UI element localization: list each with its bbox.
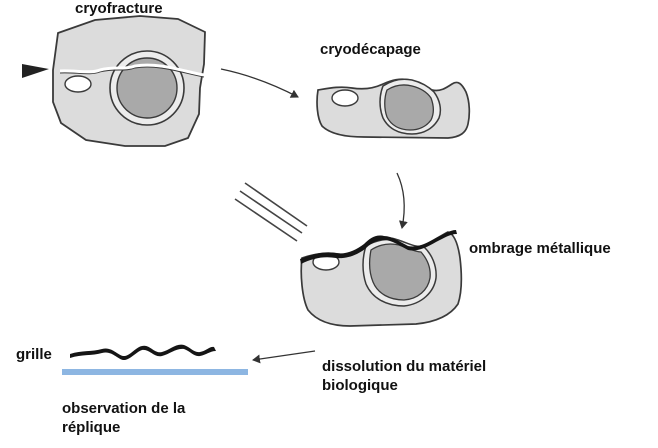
arrow-step-2 — [396, 172, 408, 229]
vesicle — [64, 75, 92, 93]
vesicle — [331, 89, 359, 107]
label-observation-line2: réplique — [62, 419, 121, 436]
label-dissolution-line1: dissolution du matériel — [322, 358, 487, 375]
shadowing-beam — [234, 182, 308, 242]
grid-bar — [62, 369, 248, 375]
nucleus — [116, 57, 178, 119]
shadowed-cell — [300, 230, 463, 327]
fracture-line-edge — [59, 66, 205, 78]
label-cryofracture-text: cryofracture — [75, 0, 163, 17]
metal-shadow-layer — [300, 230, 457, 264]
label-dissolution: dissolution du matériel biologique — [322, 357, 486, 395]
label-cryodecapage: cryodécapage — [320, 40, 421, 59]
metal-replica — [70, 344, 216, 360]
label-observation: observation de la réplique — [62, 399, 185, 437]
cryofracture-cell — [22, 15, 206, 147]
label-observation-line1: observation de la — [62, 400, 186, 417]
nucleus — [369, 243, 431, 301]
replica-on-grid — [62, 344, 248, 375]
label-cryofracture: cryofracture — [75, 0, 163, 18]
label-ombrage: ombrage métallique — [469, 239, 611, 258]
knife-blade-icon — [22, 64, 49, 78]
nucleus — [384, 84, 434, 131]
arrow-step-1 — [220, 68, 299, 98]
arrow-step-3 — [252, 350, 316, 364]
cryodecapage-cell — [316, 78, 471, 139]
label-cryodecapage-text: cryodécapage — [320, 41, 421, 58]
fracture-line — [59, 63, 205, 77]
label-ombrage-text: ombrage métallique — [469, 240, 611, 257]
label-grille-text: grille — [16, 346, 52, 363]
label-dissolution-line2: biologique — [322, 377, 398, 394]
label-grille: grille — [16, 345, 52, 364]
